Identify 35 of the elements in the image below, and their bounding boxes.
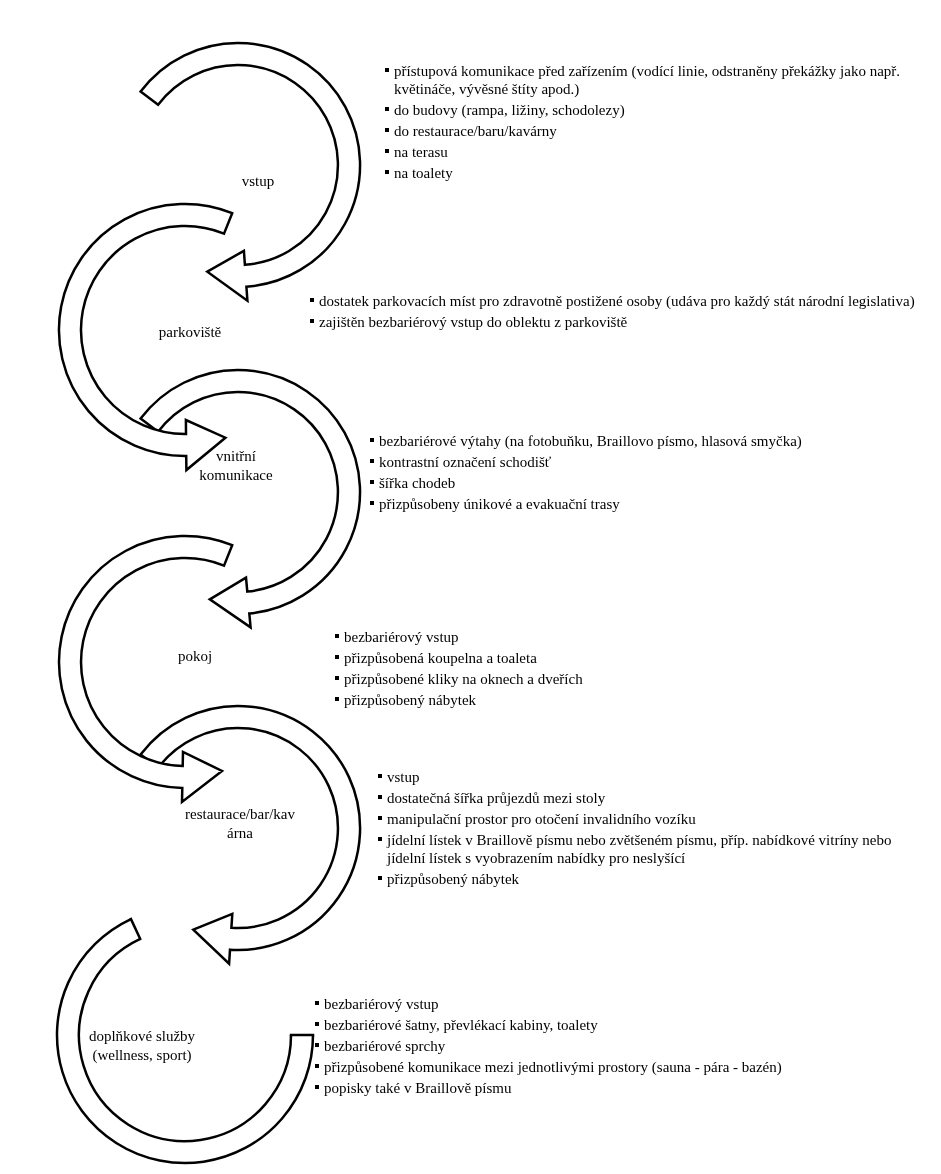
curved-arrow: [139, 368, 362, 629]
bullet-text: vstup: [387, 768, 420, 786]
bullet-text: dostatečná šířka průjezdů mezi stoly: [387, 789, 606, 807]
curved-arrow: [139, 41, 362, 302]
stage-label: vnitřní komunikace: [190, 447, 282, 485]
bullet-text: přizpůsobeny únikové a evakuační trasy: [379, 495, 620, 513]
stage-label: parkoviště: [135, 322, 245, 342]
bullet-text: bezbariérový vstup: [324, 995, 439, 1013]
bullet-text: do restaurace/baru/kavárny: [394, 122, 557, 140]
curved-arrow: [57, 534, 234, 804]
curved-arrow: [139, 704, 362, 965]
bullet-text: přizpůsobené komunikace mezi jednotlivými prostory (sauna - pára - bazén): [324, 1058, 782, 1076]
stage-label: doplňkové služby (wellness, sport): [77, 1027, 207, 1065]
stage-label: pokoj: [140, 646, 250, 666]
bullet-text: manipulační prostor pro otočení invalidního vozíku: [387, 810, 696, 828]
curved-arrow: [57, 202, 234, 472]
bullet-text: na toalety: [394, 164, 453, 182]
stage-label: restaurace/bar/kav árna: [181, 805, 299, 843]
bullet-text: bezbariérové sprchy: [324, 1037, 446, 1055]
bullet-text: kontrastní označení schodišť: [379, 453, 552, 471]
bullet-text: do budovy (rampa, ližiny, schodolezy): [394, 101, 625, 119]
bullet-text: dostatek parkovacích míst pro zdravotně postižené osoby (udáva pro každý stát národní legislativa): [319, 292, 915, 310]
bullet-text: přizpůsobená koupelna a toaleta: [344, 649, 537, 667]
stage-label: vstup: [203, 171, 313, 191]
bullet-text: bezbariérový vstup: [344, 628, 459, 646]
bullet-text: šířka chodeb: [379, 474, 456, 492]
bullet-text: bezbariérové výtahy (na fotobuňku, Braillovo písmo, hlasová smyčka): [379, 432, 802, 450]
bullet-text: na terasu: [394, 143, 448, 161]
bullet-text: zajištěn bezbariérový vstup do oblektu z parkoviště: [319, 313, 628, 331]
bullet-text: přizpůsobené kliky na oknech a dveřích: [344, 670, 583, 688]
bullet-text: popisky také v Braillově písmu: [324, 1079, 512, 1097]
bullet-text: přizpůsobený nábytek: [387, 870, 520, 888]
bullet-text: bezbariérové šatny, převlékací kabiny, toalety: [324, 1016, 598, 1034]
bullet-text: přístupová komunikace před zařízením (vodící linie, odstraněny překážky jako např. květináče, vývěsné štíty apod.): [394, 62, 902, 98]
bullet-text: přizpůsobený nábytek: [344, 691, 477, 709]
